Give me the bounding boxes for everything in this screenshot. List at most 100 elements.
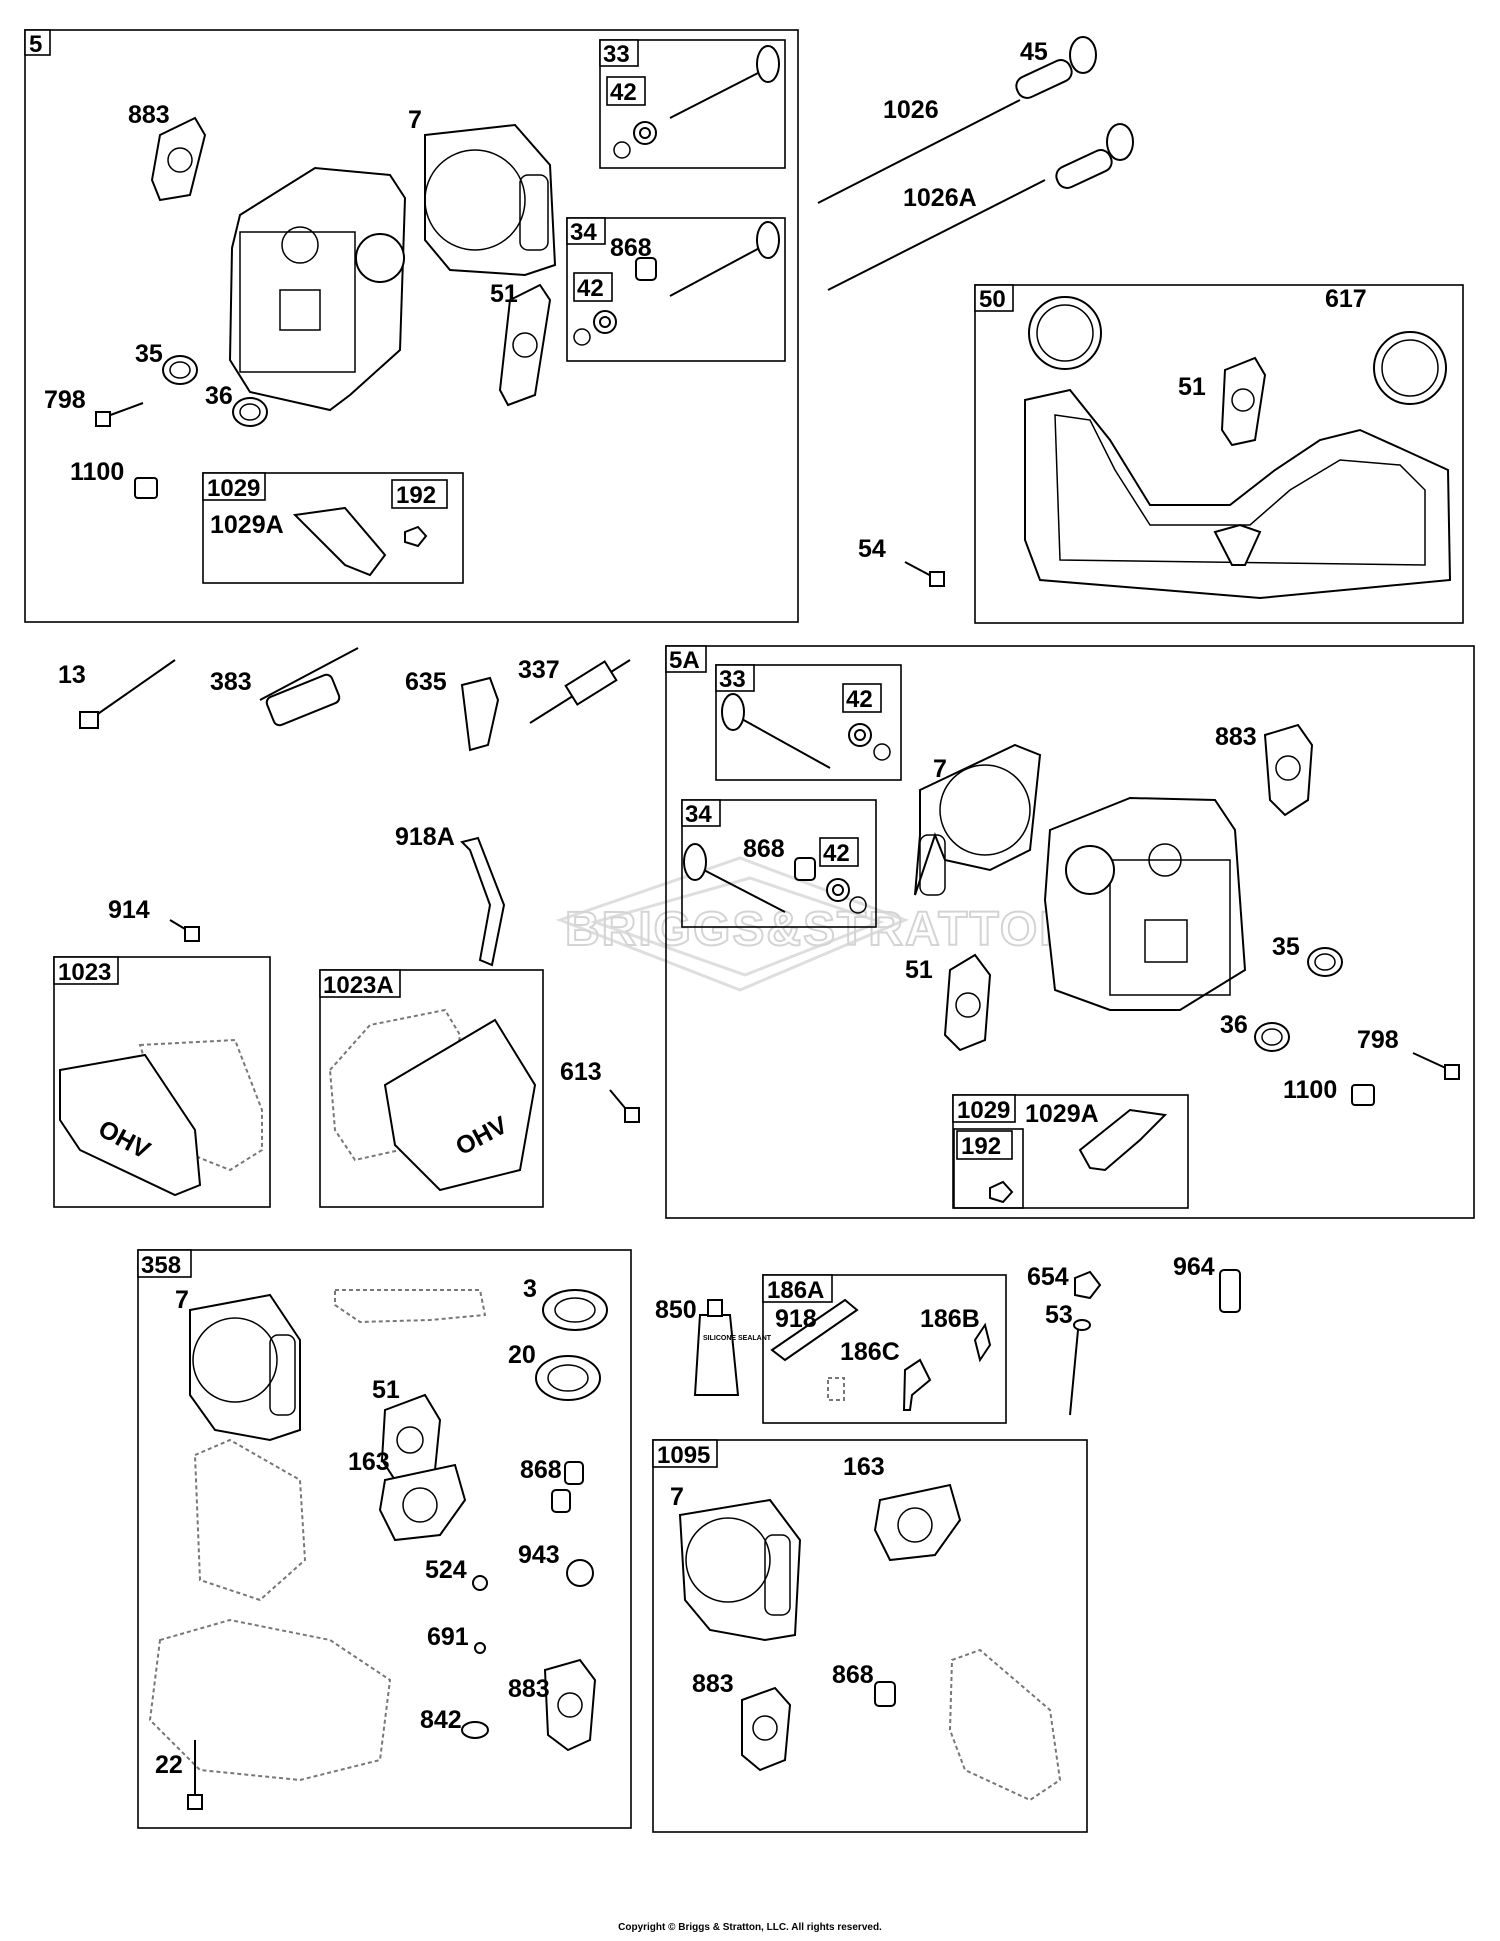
valve-cover-part-b[interactable]: OHV [383,1018,537,1192]
silicone-sealant-tube-part[interactable]: SILICONE SEALANT [693,1299,772,1396]
valve-guide-part-d[interactable] [551,1489,571,1513]
callout-337: 337 [518,656,560,684]
intake-valve-part[interactable] [669,45,780,119]
cover-gasket-dashed-part-b[interactable] [948,1648,1062,1802]
box-label-42-c: 42 [846,686,873,713]
callout-22: 22 [155,1751,183,1779]
exhaust-gasket-ring-part[interactable] [1028,296,1102,370]
cover-gasket-dashed-part[interactable] [193,1438,307,1602]
bolt-914-part[interactable] [169,919,200,942]
nut-part[interactable] [404,525,428,548]
bolt-22-part[interactable] [187,1740,203,1810]
callout-51-c: 51 [905,956,933,984]
valve-spring-part-b[interactable] [232,397,268,427]
callout-1100-b: 1100 [1283,1076,1337,1104]
valve-guide-part-b[interactable] [794,857,816,881]
exhaust-manifold-part[interactable] [1024,388,1452,600]
spark-plug-boot-part[interactable] [460,676,500,752]
assembly-box-186A: 186A [762,1274,1007,1424]
valve-spring-part-c[interactable] [1307,947,1343,977]
rocker-arm-part[interactable] [292,506,387,577]
head-bolt-part[interactable] [95,402,144,427]
callout-36-b: 36 [1220,1011,1248,1039]
assembly-box-1095: 1095 [652,1439,1088,1833]
callout-35-b: 35 [1272,933,1300,961]
retainer-part-b[interactable] [1351,1084,1375,1106]
callout-918A: 918A [395,823,455,851]
breather-hose-part[interactable] [770,1298,859,1362]
valve-guide-part-e[interactable] [874,1681,896,1707]
spark-plug-part[interactable] [529,659,631,724]
intake-gasket-part-c[interactable] [543,1658,597,1752]
valve-guide-part[interactable] [635,257,657,281]
callout-613: 613 [560,1058,602,1086]
cylinder-head-part[interactable] [228,166,407,412]
head-gasket-part-c[interactable] [189,1293,301,1442]
valve-spring-part[interactable] [162,355,198,385]
gasket-dashed-part[interactable] [334,1289,487,1324]
callout-3: 3 [523,1275,537,1303]
intake-gasket-part[interactable] [150,116,207,202]
valve-guide-part-c[interactable] [564,1461,584,1485]
intake-valve-part-b[interactable] [721,693,831,769]
seal-20-part[interactable] [535,1355,601,1401]
exhaust-gasket-ring-part-b[interactable] [1373,331,1447,405]
seal-3-part[interactable] [542,1289,608,1331]
gasket-163-part[interactable] [378,1463,467,1542]
box-label-1023: 1023 [58,959,111,986]
valve-seal-part[interactable] [613,121,657,159]
exhaust-valve-part-b[interactable] [683,843,786,913]
exhaust-valve-part[interactable] [669,221,780,297]
gasket-163-part-b[interactable] [873,1483,962,1562]
callout-186B: 186B [920,1305,980,1333]
cylinder-head-part-b[interactable] [1043,796,1247,1011]
head-bolt-part-b[interactable] [1412,1052,1460,1080]
bolt-13-part[interactable] [79,659,176,729]
valve-seal-part-c[interactable] [848,723,891,761]
exhaust-gasket-part-b[interactable] [943,953,992,1052]
breather-filter-dashed-part[interactable] [827,1377,845,1401]
callout-883-c: 883 [508,1675,550,1703]
head-gasket-part-b[interactable] [914,743,1042,896]
tappet-part[interactable] [1013,36,1097,101]
head-gasket-part-d[interactable] [678,1498,802,1642]
o-ring-842-part[interactable] [461,1721,489,1739]
intake-gasket-part-d[interactable] [741,1686,792,1772]
valve-cover-part[interactable]: OHV [59,1053,202,1197]
nut-part-b[interactable] [989,1180,1014,1204]
callout-35: 35 [135,340,163,368]
retainer-part[interactable] [134,477,158,499]
breather-valve-part[interactable] [973,1322,992,1363]
stud-53-part[interactable] [1069,1319,1091,1416]
crankcase-gasket-dashed-part[interactable] [148,1618,392,1782]
callout-7-b: 7 [933,755,947,783]
box-label-186A: 186A [767,1277,824,1304]
tappet-part-b[interactable] [1053,123,1134,191]
callout-964: 964 [1173,1253,1215,1281]
gasket-51-part-b[interactable] [380,1393,442,1482]
callout-45: 45 [1020,38,1048,66]
push-rod-part-b[interactable] [827,179,1046,291]
pin-964-part[interactable] [1219,1269,1241,1313]
governor-lever-part[interactable] [259,647,359,727]
box-label-33: 33 [603,41,630,68]
stud-613-part[interactable] [609,1089,640,1123]
callout-798-b: 798 [1357,1026,1399,1054]
o-ring-524-part[interactable] [472,1575,488,1591]
rocker-arm-part-b[interactable] [1078,1108,1168,1172]
valve-spring-part-d[interactable] [1254,1022,1290,1052]
gasket-51-part[interactable] [1220,356,1267,447]
valve-seal-part-b[interactable] [573,310,617,346]
breather-tube-part[interactable] [460,836,506,967]
intake-gasket-part-b[interactable] [1263,723,1314,817]
breather-fitting-part[interactable] [902,1358,932,1411]
exhaust-gasket-part[interactable] [498,283,552,407]
push-rod-part[interactable] [817,99,1021,204]
callout-51-b: 51 [1178,373,1206,401]
o-ring-691-part[interactable] [474,1642,486,1654]
valve-seal-part-d[interactable] [826,878,867,914]
head-gasket-part[interactable] [424,123,557,277]
manifold-bolt-part[interactable] [904,561,945,587]
o-ring-943-part[interactable] [566,1559,594,1587]
nut-654-part[interactable] [1074,1270,1102,1300]
